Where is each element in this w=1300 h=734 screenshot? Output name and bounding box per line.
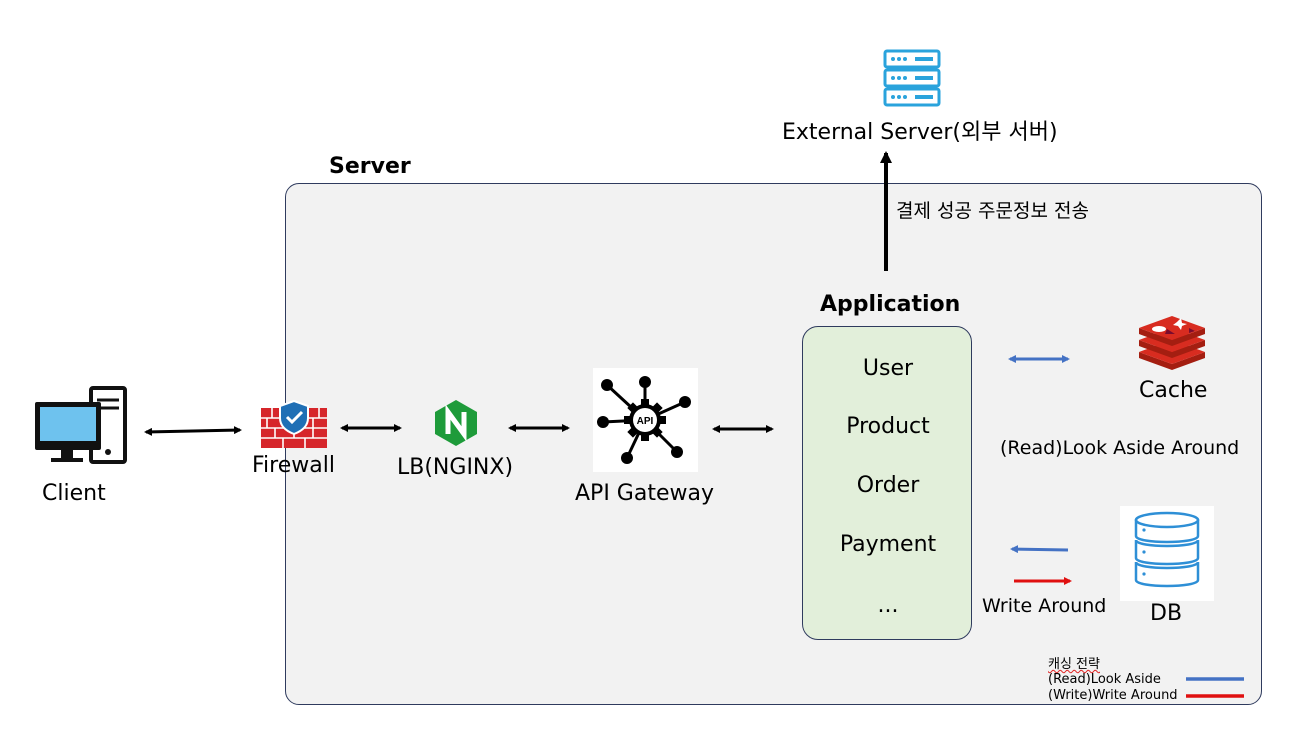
legend-item-read: (Read)Look Aside: [1048, 672, 1161, 687]
firewall-label: Firewall: [252, 453, 335, 478]
cache-strategy-label: (Read)Look Aside Around: [1000, 437, 1240, 459]
api-gateway-icon: API: [593, 368, 698, 472]
db-label: DB: [1150, 601, 1183, 626]
legend-title: 캐싱 전략: [1048, 653, 1100, 672]
server-container: [285, 183, 1262, 705]
computer-icon: [33, 386, 128, 466]
redis-icon: [1137, 312, 1207, 370]
arrow-client-firewall: [144, 426, 242, 436]
server-rack-icon: [882, 48, 942, 108]
arrow-db-read: [1010, 545, 1069, 554]
lb-label: LB(NGINX): [397, 455, 514, 480]
application-box: User Product Order Payment ...: [802, 326, 972, 640]
client-label: Client: [42, 481, 106, 506]
legend-title-text: 캐싱 전략: [1048, 657, 1100, 672]
legend-item-write: (Write)Write Around: [1048, 688, 1178, 703]
nginx-icon: [433, 399, 479, 447]
cache-label: Cache: [1139, 378, 1208, 403]
server-title: Server: [329, 154, 411, 179]
app-item-user: User: [862, 356, 914, 381]
application-title: Application: [820, 292, 961, 317]
db-strategy-label: Write Around: [982, 595, 1107, 617]
api-gateway-label: API Gateway: [575, 481, 714, 506]
api-icon-text: API: [637, 416, 654, 427]
app-item-payment: Payment: [839, 532, 937, 557]
app-item-product: Product: [846, 414, 930, 439]
database-icon: [1120, 506, 1214, 601]
app-item-order: Order: [856, 473, 920, 498]
app-item-more: ...: [877, 593, 899, 618]
firewall-icon: [261, 399, 327, 448]
external-arrow-label: 결제 성공 주문정보 전송: [896, 200, 1089, 222]
external-server-label: External Server(외부 서버): [782, 120, 1058, 145]
